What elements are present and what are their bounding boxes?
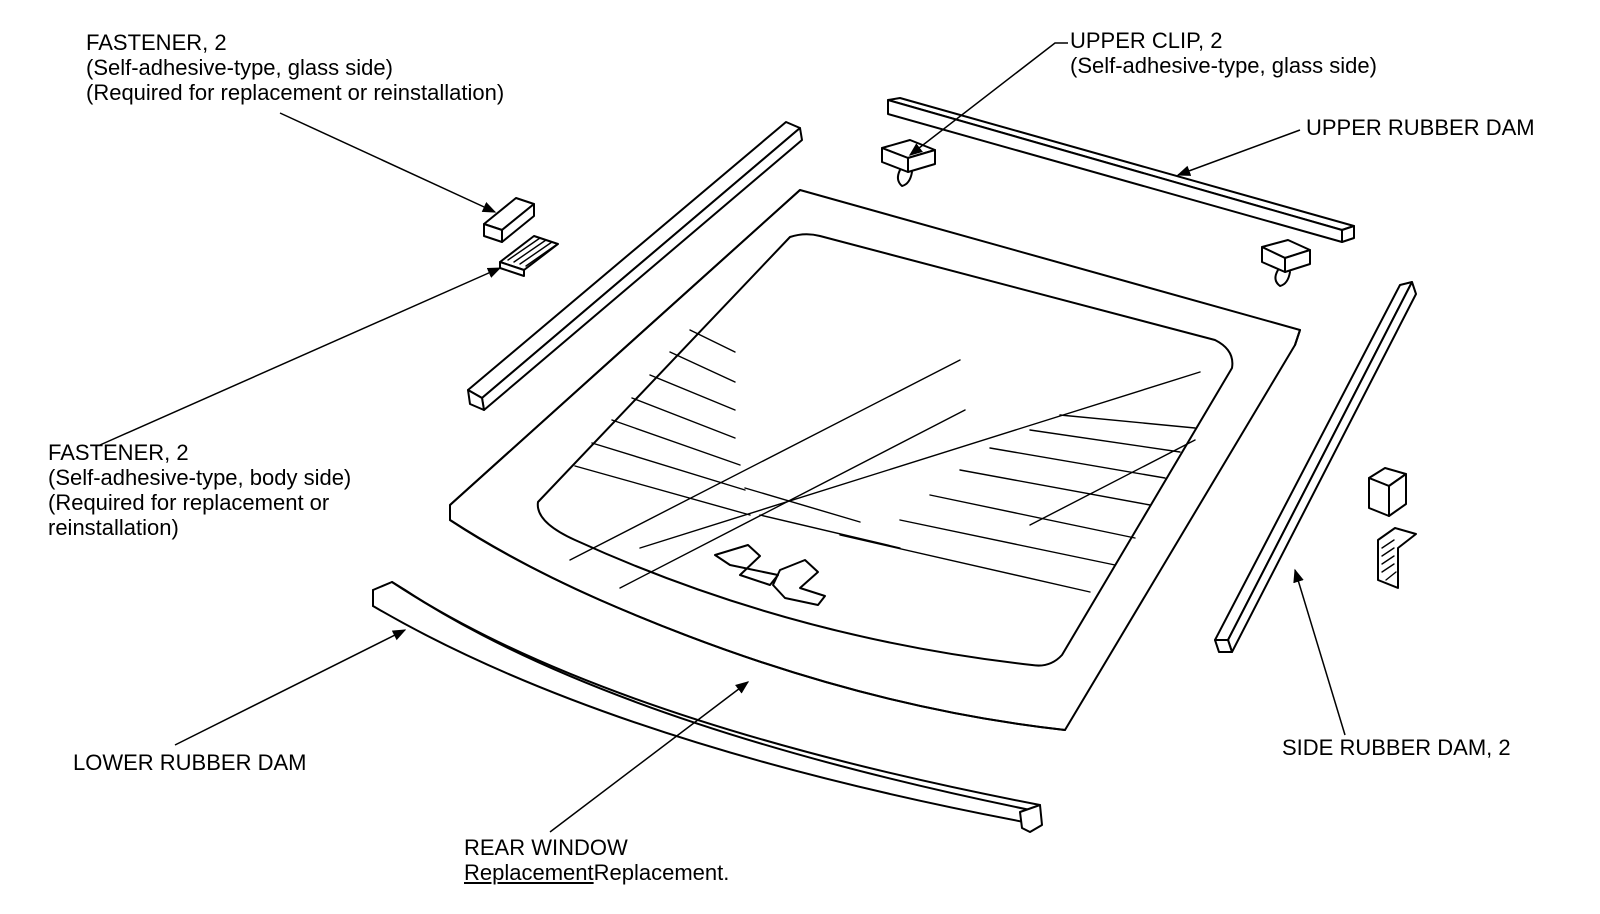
label-fastener-body-line2: (Self-adhesive-type, body side) bbox=[48, 465, 352, 490]
fastener-body-side bbox=[499, 235, 559, 277]
leader-fastener-glass bbox=[279, 112, 497, 213]
replacement-link[interactable]: Replacement bbox=[464, 860, 594, 885]
label-upper-rubber-dam: UPPER RUBBER DAM bbox=[1306, 115, 1535, 140]
label-side-rubber-dam: SIDE RUBBER DAM, 2 bbox=[1282, 735, 1511, 760]
label-fastener-glass-line2: (Self-adhesive-type, glass side) bbox=[86, 55, 393, 80]
label-fastener-body-side: FASTENER, 2 (Self-adhesive-type, body si… bbox=[48, 440, 351, 540]
label-upper-rubber-dam-text: UPPER RUBBER DAM bbox=[1306, 115, 1535, 140]
replacement-suffix: Replacement. bbox=[593, 860, 730, 885]
upper-clip-right bbox=[1261, 239, 1311, 287]
label-fastener-body-line4: reinstallation) bbox=[48, 515, 179, 540]
leader-upper-clip bbox=[908, 42, 1068, 156]
label-fastener-glass-side: FASTENER, 2 (Self-adhesive-type, glass s… bbox=[86, 30, 504, 105]
label-fastener-glass-line3: (Required for replacement or reinstallat… bbox=[86, 80, 505, 105]
leader-upper-dam bbox=[1176, 129, 1301, 176]
leader-rear-window bbox=[549, 681, 750, 833]
defroster-grid bbox=[569, 329, 1201, 606]
label-upper-clip: UPPER CLIP, 2 (Self-adhesive-type, glass… bbox=[1070, 28, 1377, 78]
rear-window-glass bbox=[449, 189, 1301, 731]
label-lower-rubber-dam: LOWER RUBBER DAM bbox=[73, 750, 306, 775]
fastener-right-glass bbox=[1368, 467, 1407, 517]
label-side-rubber-dam-text: SIDE RUBBER DAM, 2 bbox=[1282, 735, 1511, 760]
left-rubber-dam-bar bbox=[467, 121, 803, 411]
label-rear-window: REAR WINDOW ReplacementReplacement. bbox=[464, 835, 729, 885]
lower-rubber-dam bbox=[372, 581, 1043, 833]
upper-rubber-dam bbox=[887, 97, 1355, 243]
upper-clip-left bbox=[881, 139, 936, 187]
leader-fastener-body bbox=[99, 267, 502, 446]
leader-side-dam bbox=[1293, 568, 1346, 736]
label-rear-window-line2: ReplacementReplacement. bbox=[464, 860, 729, 885]
leader-lines bbox=[99, 42, 1346, 833]
label-fastener-body-line3: (Required for replacement or bbox=[48, 490, 330, 515]
fastener-glass-side bbox=[483, 197, 535, 243]
fastener-right-body bbox=[1377, 527, 1417, 589]
leader-lower-dam bbox=[174, 629, 407, 746]
label-upper-clip-line2: (Self-adhesive-type, glass side) bbox=[1070, 53, 1377, 78]
side-rubber-dam bbox=[1214, 281, 1417, 653]
label-lower-rubber-dam-text: LOWER RUBBER DAM bbox=[73, 750, 307, 775]
label-rear-window-line1: REAR WINDOW bbox=[464, 835, 628, 860]
label-fastener-body-line1: FASTENER, 2 bbox=[48, 440, 189, 465]
label-upper-clip-line1: UPPER CLIP, 2 bbox=[1070, 28, 1223, 53]
label-fastener-glass-line1: FASTENER, 2 bbox=[86, 30, 227, 55]
